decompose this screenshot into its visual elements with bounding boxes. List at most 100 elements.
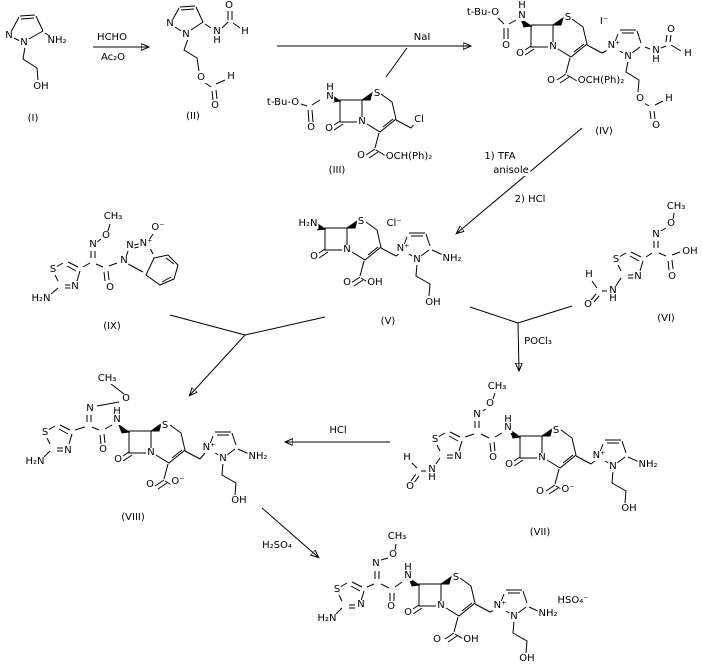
cpd4-amide-n: N — [651, 45, 661, 56]
cpd2-formate-h: H — [226, 71, 236, 82]
reagent-ac2o: Ac₂O — [99, 52, 127, 63]
cpd7-s: S — [551, 425, 561, 436]
structure-8 — [43, 383, 249, 495]
cpd6-acid-o: O — [667, 271, 677, 282]
cpd7-thz-s: S — [430, 434, 440, 445]
cpd4-formyl-o: O — [666, 24, 676, 35]
cpd9-h2n: H₂N — [30, 293, 52, 304]
cpd5-ring-n: N — [342, 244, 352, 255]
cpd9-oxime-n: N — [88, 239, 98, 250]
cpd3-carbamate-o: O — [306, 122, 316, 133]
cpd8-amide-h: H — [112, 406, 122, 417]
cpd8-pz-nh2: NH₂ — [247, 451, 269, 462]
cpd7-lactam-o: O — [504, 459, 514, 470]
cpd7-thz-n: N — [453, 451, 463, 462]
cpd4-pz-n1: N — [623, 51, 633, 62]
cpd4-pz-nplus: N⁺ — [606, 40, 622, 51]
arrow-4-to-5 — [457, 127, 583, 233]
cpd4-nh-n: N — [517, 10, 527, 21]
cpd6-ch3: CH₃ — [665, 201, 687, 212]
cpd4-formyl-h: H — [683, 48, 693, 59]
cpd2-formyl-h: H — [240, 26, 250, 37]
cpd8-s: S — [160, 420, 170, 431]
cpd6-s: S — [611, 254, 621, 265]
cpd9-carbonyl-o: O — [105, 282, 115, 293]
structure-6 — [590, 212, 681, 303]
cpd6-ring-n: N — [633, 271, 643, 282]
reagent-hcl-step2: 2) HCl — [513, 194, 547, 205]
reagent-nai: NaI — [412, 32, 432, 43]
reagent-hcho: HCHO — [96, 32, 128, 43]
cpd8-oxime-n: N — [85, 403, 95, 414]
cpd6-formyl-h: H — [584, 269, 594, 280]
reagent-pocl3: POCl₃ — [523, 336, 553, 347]
cpd8-lactam-o: O — [113, 454, 123, 465]
structure-1 — [10, 14, 52, 81]
product-thz-n: N — [356, 599, 366, 610]
cpd5-pz-n1: N — [412, 254, 422, 265]
cpd4-ring-n: N — [548, 41, 558, 52]
tag-6: (VI) — [656, 313, 676, 324]
tag-5: (V) — [379, 316, 397, 327]
cpd7-acyl-o: O — [488, 452, 498, 463]
cpd7-oxime-n: N — [472, 409, 482, 420]
cpd8-pz-nplus: N⁺ — [201, 442, 217, 453]
cpd7-pz-n1: N — [608, 461, 618, 472]
cpd9-oxime-o: O — [101, 230, 111, 241]
cpd8-thz-n: N — [63, 445, 73, 456]
cpd6-formyl-o: O — [583, 299, 593, 310]
cpd7-nh-h: H — [427, 472, 437, 483]
cpd4-chain-o: O — [635, 93, 645, 104]
cpd9-ch3: CH₃ — [102, 211, 124, 222]
product-thz-s: S — [332, 584, 342, 595]
product-chain-oh: OH — [518, 653, 536, 664]
cpd2-ring-n2: N — [165, 18, 175, 29]
cpd4-amide-h: H — [651, 54, 661, 65]
product-h2n: H₂N — [316, 613, 338, 624]
product-acyl-o: O — [386, 601, 396, 612]
cpd9-btz-n1: N — [119, 255, 129, 266]
reagent-h2so4: H₂SO₄ — [261, 540, 293, 551]
cpd8-h2n: H₂N — [24, 456, 46, 467]
reagent-hcl: HCl — [328, 425, 348, 436]
tag-4: (IV) — [594, 126, 614, 137]
cpd4-carbamate-o: O — [501, 40, 511, 51]
cpd4-iodide: I⁻ — [598, 16, 610, 27]
product-acid-o: O — [432, 634, 442, 645]
cpd8-pz-n1: N — [218, 453, 228, 464]
arrow-converge-to-7 — [469, 305, 573, 370]
product-amide-n: N — [403, 570, 413, 581]
cpd8-thz-s: S — [40, 427, 50, 438]
cpd2-amide-n: N — [212, 26, 222, 37]
product-oxime-n: N — [371, 558, 381, 569]
cpd7-ring-n: N — [537, 452, 547, 463]
cpd8-oxime-o: O — [121, 393, 131, 404]
cpd2-formyl-o: O — [224, 0, 234, 11]
cpd1-oh: OH — [32, 81, 50, 92]
cpd3-cl: Cl — [413, 114, 425, 125]
product-lactam-o: O — [403, 607, 413, 618]
structure-7 — [410, 392, 639, 503]
cpd6-oxime-n: N — [651, 229, 661, 240]
cpd3-ester-ochph2: OCH(Ph)₂ — [384, 151, 434, 162]
cpd8-coo-ominus: O⁻ — [170, 476, 186, 487]
cpd5-lactam-o: O — [309, 251, 319, 262]
cpd4-s: S — [563, 12, 573, 23]
cpd7-coo-ominus: O⁻ — [560, 484, 576, 495]
tag-9: (IX) — [102, 321, 122, 332]
cpd5-h2n: H₂N — [297, 218, 319, 229]
cpd3-ester-o: O — [356, 150, 366, 161]
cpd3-nh-n: N — [325, 91, 335, 102]
tag-1: (I) — [26, 113, 40, 124]
cpd8-ring-n: N — [146, 447, 156, 458]
cpd9-s: S — [48, 264, 58, 275]
cpd5-acid-o: O — [342, 277, 352, 288]
cpd7-nh-n: N — [427, 464, 437, 475]
cpd5-chloride: Cl⁻ — [385, 218, 403, 229]
product-s: S — [451, 572, 461, 583]
arrow-2-to-4 — [277, 46, 470, 78]
cpd4-nh-h: H — [517, 0, 527, 11]
cpd9-ring-n: N — [70, 281, 80, 292]
cpd6-oxime-o: O — [666, 218, 676, 229]
cpd1-ring-n1: N — [19, 37, 29, 48]
